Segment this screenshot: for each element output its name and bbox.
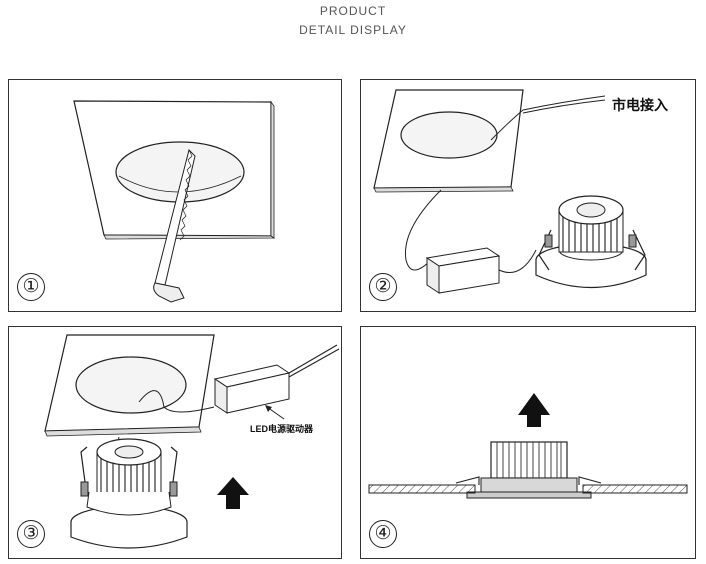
step-1-panel: ① <box>8 79 342 312</box>
step-number-2: ② <box>369 273 397 301</box>
wiring-illustration <box>373 89 647 294</box>
driver-wire <box>404 189 442 271</box>
heatsink <box>490 441 568 479</box>
led-driver-box <box>425 247 501 294</box>
installed-illustration <box>368 393 688 499</box>
cutout-hole <box>400 111 498 159</box>
step-4-panel: ④ <box>360 326 696 559</box>
step-number-3: ③ <box>17 520 45 548</box>
step-3-panel: LED电源驱动器 ③ <box>8 326 342 559</box>
up-arrow-icon <box>217 477 249 509</box>
cutout-hole <box>75 356 187 414</box>
light-body <box>480 477 578 493</box>
ceiling-cut-illustration <box>73 100 276 303</box>
step-number-4: ④ <box>369 520 397 548</box>
mains-label: 市电接入 <box>612 97 668 113</box>
downlight-icon <box>70 438 188 549</box>
downlight-icon <box>535 195 647 288</box>
ceiling-right <box>582 484 688 494</box>
step-2-panel: 市电接入 ② <box>360 79 696 312</box>
header-subtitle: DETAIL DISPLAY <box>299 23 407 37</box>
step-number-1: ① <box>17 273 45 301</box>
header-title: PRODUCT <box>319 4 387 18</box>
led-driver-box <box>213 364 291 414</box>
driver-label: LED电源驱动器 <box>250 424 314 434</box>
trim-ring <box>466 491 592 499</box>
ceiling-left <box>368 484 476 494</box>
up-arrow-icon <box>518 393 550 427</box>
insertion-illustration <box>44 334 340 549</box>
saw-icon <box>153 149 196 303</box>
mains-wire <box>522 95 606 111</box>
